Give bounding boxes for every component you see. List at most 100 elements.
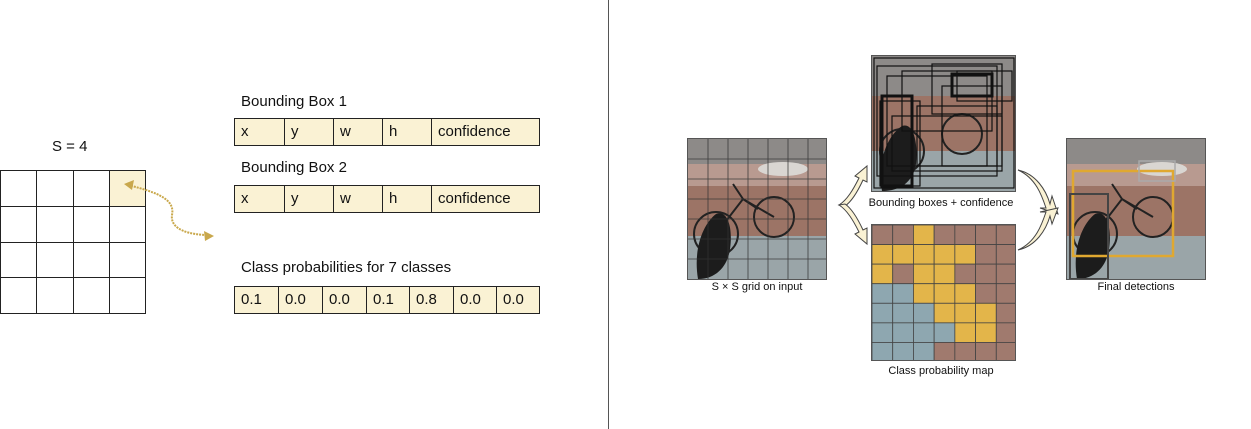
probmap-cell	[995, 322, 1015, 343]
boxes-caption: Bounding boxes + confidence	[868, 197, 1014, 209]
probmap-cell	[872, 302, 894, 324]
input-scene	[688, 139, 826, 279]
bbox1-field: confidence	[438, 123, 511, 140]
probmap-cell	[954, 283, 976, 304]
probmap-cell	[892, 322, 914, 343]
probmap-cell	[872, 283, 894, 304]
probmap-cell	[872, 322, 894, 343]
probmap-cell	[954, 342, 976, 360]
probmap-cell	[975, 225, 997, 245]
probmap-cell	[933, 322, 956, 343]
probmap-cell	[872, 342, 894, 360]
probmap-cell	[933, 225, 956, 245]
probmap-cell	[913, 283, 935, 304]
bbox-scene	[872, 56, 1015, 191]
probmap-cell	[892, 244, 914, 265]
probmap-cell	[913, 263, 935, 285]
class-prob-value: 0.0	[454, 287, 497, 313]
probmap-cell	[913, 225, 935, 245]
final-scene	[1067, 139, 1205, 279]
input-caption: S × S grid on input	[711, 281, 803, 293]
probmap-cell	[872, 244, 894, 265]
bbox1-field: w	[334, 119, 383, 145]
bbox2-title: Bounding Box 2	[241, 159, 347, 176]
probmap-cell	[913, 244, 935, 265]
probmap-cell	[913, 342, 935, 360]
probmap-cell	[995, 244, 1015, 265]
bbox2-field: confidence	[438, 190, 511, 207]
class-prob-title: Class probabilities for 7 classes	[241, 259, 452, 276]
probmap-cell	[913, 302, 935, 324]
grid-cell	[73, 242, 110, 279]
class-prob-value: 0.1	[367, 287, 410, 313]
bbox1-vector: x y w h confidence	[234, 118, 540, 146]
grid-cell	[109, 278, 146, 314]
grid-cell	[37, 242, 74, 279]
grid-cell	[109, 242, 146, 279]
probmap-cell	[975, 283, 997, 304]
probmap-cell	[892, 283, 914, 304]
bbox1-title: Bounding Box 1	[241, 93, 347, 110]
grid-cell	[73, 278, 110, 314]
probmap-cell	[892, 342, 914, 360]
input-image	[687, 138, 827, 280]
bbox2-field: h	[383, 186, 432, 212]
probmap-cell	[995, 225, 1015, 245]
probmap-cell	[995, 302, 1015, 324]
probmap-cell	[872, 263, 894, 285]
class-prob-vector: 0.1 0.0 0.0 0.1 0.8 0.0 0.0	[234, 286, 540, 314]
bbox1-field: h	[383, 119, 432, 145]
grid-cell	[73, 206, 110, 243]
probmap-cell	[892, 263, 914, 285]
probmap-cell	[933, 283, 956, 304]
grid-cell	[1, 206, 38, 243]
grid-cell	[37, 171, 74, 207]
bbox2-field: x	[235, 186, 285, 212]
probmap-cell	[933, 263, 956, 285]
bbox1-field: x	[235, 119, 285, 145]
merge-arrow	[1017, 169, 1059, 251]
final-image	[1066, 138, 1206, 280]
grid-cell	[1, 242, 38, 279]
probmap-cell	[954, 225, 976, 245]
probmap-cell	[892, 225, 914, 245]
class-prob-value: 0.1	[235, 287, 279, 313]
grid-cell	[37, 206, 74, 243]
probmap-cell	[913, 322, 935, 343]
class-prob-value: 0.0	[279, 287, 323, 313]
class-prob-value: 0.0	[323, 287, 367, 313]
panel-divider	[608, 0, 609, 429]
final-box-car	[1138, 160, 1176, 182]
probmap-cell	[995, 342, 1015, 360]
grid-cell-highlighted	[109, 171, 146, 207]
probmap-cell	[954, 263, 976, 285]
probmap-grid	[872, 225, 1015, 360]
probmap-cell	[872, 225, 894, 245]
probmap-image	[871, 224, 1016, 361]
bbox1-field: y	[285, 119, 334, 145]
split-arrows	[837, 164, 868, 246]
final-box-bicycle	[1071, 169, 1175, 258]
probmap-cell	[933, 244, 956, 265]
bbox2-vector: x y w h confidence	[234, 185, 540, 213]
grid-size-label: S = 4	[52, 138, 88, 155]
grid-cell	[109, 206, 146, 243]
class-prob-value: 0.0	[503, 291, 524, 308]
input-grid	[0, 170, 146, 314]
bbox2-field: y	[285, 186, 334, 212]
probmap-cell	[954, 302, 976, 324]
grid-cell	[1, 171, 38, 207]
class-prob-value: 0.8	[410, 287, 454, 313]
grid-cell	[1, 278, 38, 314]
probmap-caption: Class probability map	[888, 365, 994, 377]
probmap-cell	[975, 302, 997, 324]
probmap-cell	[975, 322, 997, 343]
probmap-cell	[933, 302, 956, 324]
probmap-cell	[995, 263, 1015, 285]
probmap-cell	[975, 342, 997, 360]
probmap-cell	[995, 283, 1015, 304]
grid-cell	[37, 278, 74, 314]
final-box-dog	[1069, 193, 1109, 279]
probmap-cell	[933, 342, 956, 360]
cell-to-vector-arrow	[124, 180, 214, 241]
